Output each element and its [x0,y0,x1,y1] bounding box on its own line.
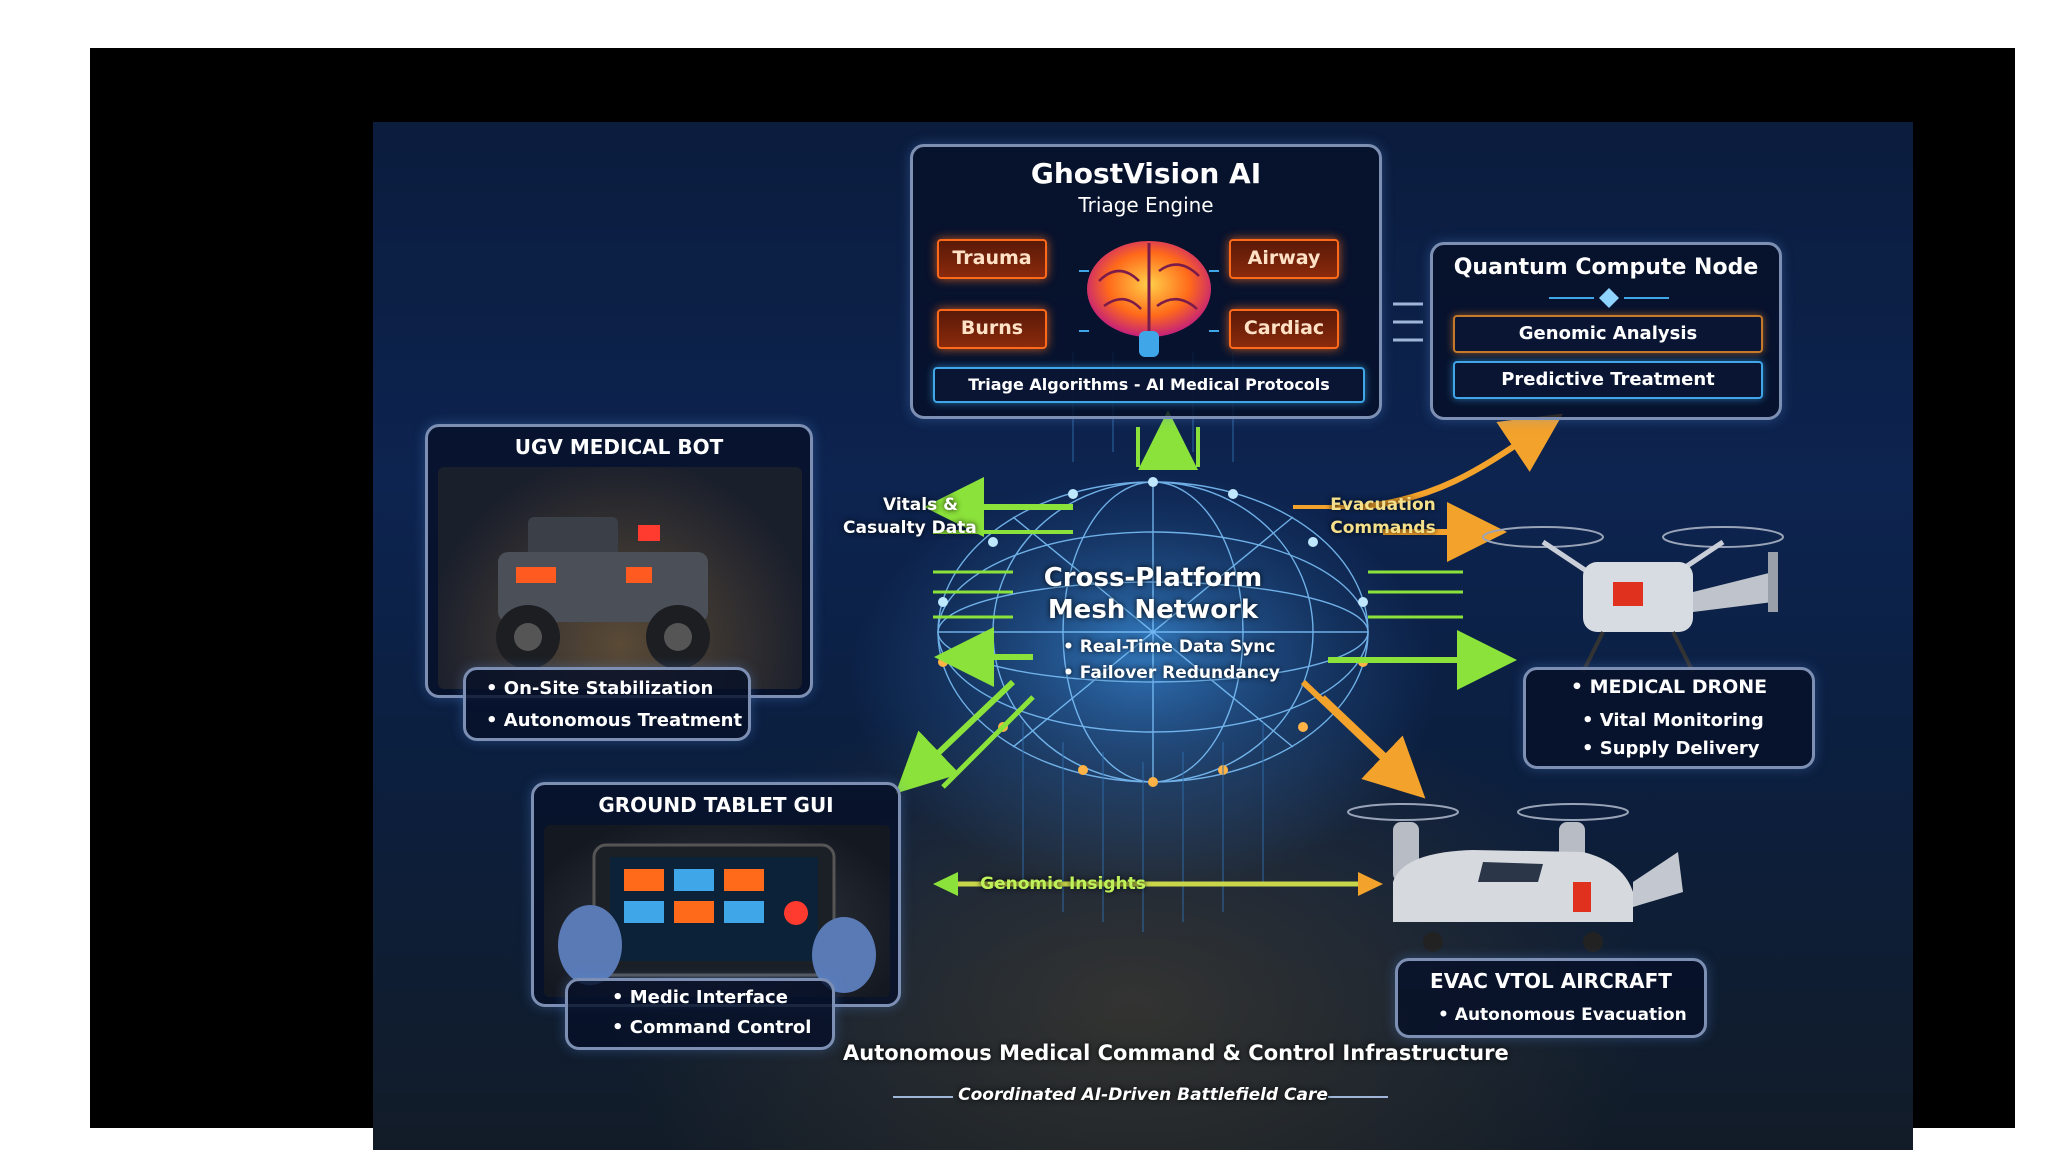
drone-icon [1482,526,1784,673]
tablet-panel: GROUND TABLET GUI [531,782,901,1007]
engine-title: GhostVision AI [1030,157,1262,190]
tablet-title: GROUND TABLET GUI [598,793,834,817]
engine-footer-bar: Triage Algorithms - AI Medical Protocols [933,367,1365,403]
vitals-label: Vitals & Casualty Data [843,494,977,540]
vitals-label-line2: Casualty Data [843,518,977,538]
tag-cardiac: Cardiac [1229,309,1339,349]
ugv-bullet-1: • On-Site Stabilization [486,678,714,699]
drone-illustration [1473,502,1803,712]
mesh-title-line1: Cross-Platform [1043,563,1263,593]
caption-title: Autonomous Medical Command & Control Inf… [843,1041,1509,1065]
tablet-device-icon [558,843,876,993]
diagram-canvas: GhostVision AI Triage Engine Trauma Airw… [373,122,1913,1150]
drone-panel: • MEDICAL DRONE • Vital Monitoring • Sup… [1523,667,1815,769]
quantum-link [1393,302,1423,342]
quantum-title: Quantum Compute Node [1453,255,1759,280]
evac-label-line1: Evacuation [1330,495,1436,515]
ugv-flows [924,477,1073,687]
vtol-flow [1300,679,1426,799]
vtol-title: EVAC VTOL AIRCRAFT [1430,969,1672,993]
drone-title: • MEDICAL DRONE [1570,676,1768,698]
tag-airway: Airway [1229,239,1339,279]
tag-trauma: Trauma [937,239,1047,279]
ugv-panel: UGV MEDICAL BOT [425,424,813,698]
brain-icon [1079,241,1219,357]
mesh-bullet-2: • Failover Redundancy [1063,663,1281,683]
predictive-treatment-bar: Predictive Treatment [1453,361,1763,399]
vitals-label-line1: Vitals & [883,495,958,515]
drone-bullet-2: • Supply Delivery [1582,738,1760,759]
evac-label: Evacuation Commands [1328,494,1438,540]
vtol-bullet-1: • Autonomous Evacuation [1438,1005,1687,1025]
mesh-title-line2: Mesh Network [1047,595,1259,625]
ugv-bullet-2: • Autonomous Treatment [486,710,743,731]
genomic-insights-label: Genomic Insights [980,874,1146,894]
image-frame: GhostVision AI Triage Engine Trauma Airw… [90,48,2015,1150]
genomic-flow [933,872,1383,896]
tag-burns: Burns [937,309,1047,349]
vtol-illustration [1333,782,1713,1002]
tablet-capabilities: • Medic Interface • Command Control [565,978,835,1050]
vtol-aircraft-icon [1347,803,1683,952]
engine-subtitle: Triage Engine [1078,193,1214,217]
triage-engine-panel: GhostVision AI Triage Engine Trauma Airw… [910,144,1382,419]
tablet-bullet-1: • Medic Interface [612,987,788,1008]
engine-link [1136,410,1200,470]
ugv-illustration [438,467,802,689]
genomic-analysis-bar: Genomic Analysis [1453,315,1763,353]
flow-arrows [893,302,1563,1098]
mesh-bullets: • Real-Time Data Sync • Failover Redunda… [1033,634,1281,686]
evac-label-line2: Commands [1330,518,1436,538]
vtol-panel: EVAC VTOL AIRCRAFT • Autonomous Evacuati… [1395,958,1707,1038]
caption-subtitle: Coordinated AI-Driven Battlefield Care [958,1085,1328,1105]
tablet-flow [895,679,1035,794]
mesh-title: Cross-Platform Mesh Network [1013,562,1293,626]
ugv-capabilities: • On-Site Stabilization • Autonomous Tre… [463,667,751,741]
tablet-bullet-2: • Command Control [612,1017,812,1038]
tablet-illustration [544,825,890,997]
drone-bullet-1: • Vital Monitoring [1582,710,1764,731]
mesh-bullet-1: • Real-Time Data Sync [1063,637,1276,657]
ugv-vehicle-icon [496,517,710,669]
ugv-title: UGV MEDICAL BOT [514,435,724,459]
drone-flows [1293,413,1563,690]
quantum-node-panel: Quantum Compute Node Genomic Analysis Pr… [1430,242,1782,420]
diamond-icon [1549,288,1669,308]
